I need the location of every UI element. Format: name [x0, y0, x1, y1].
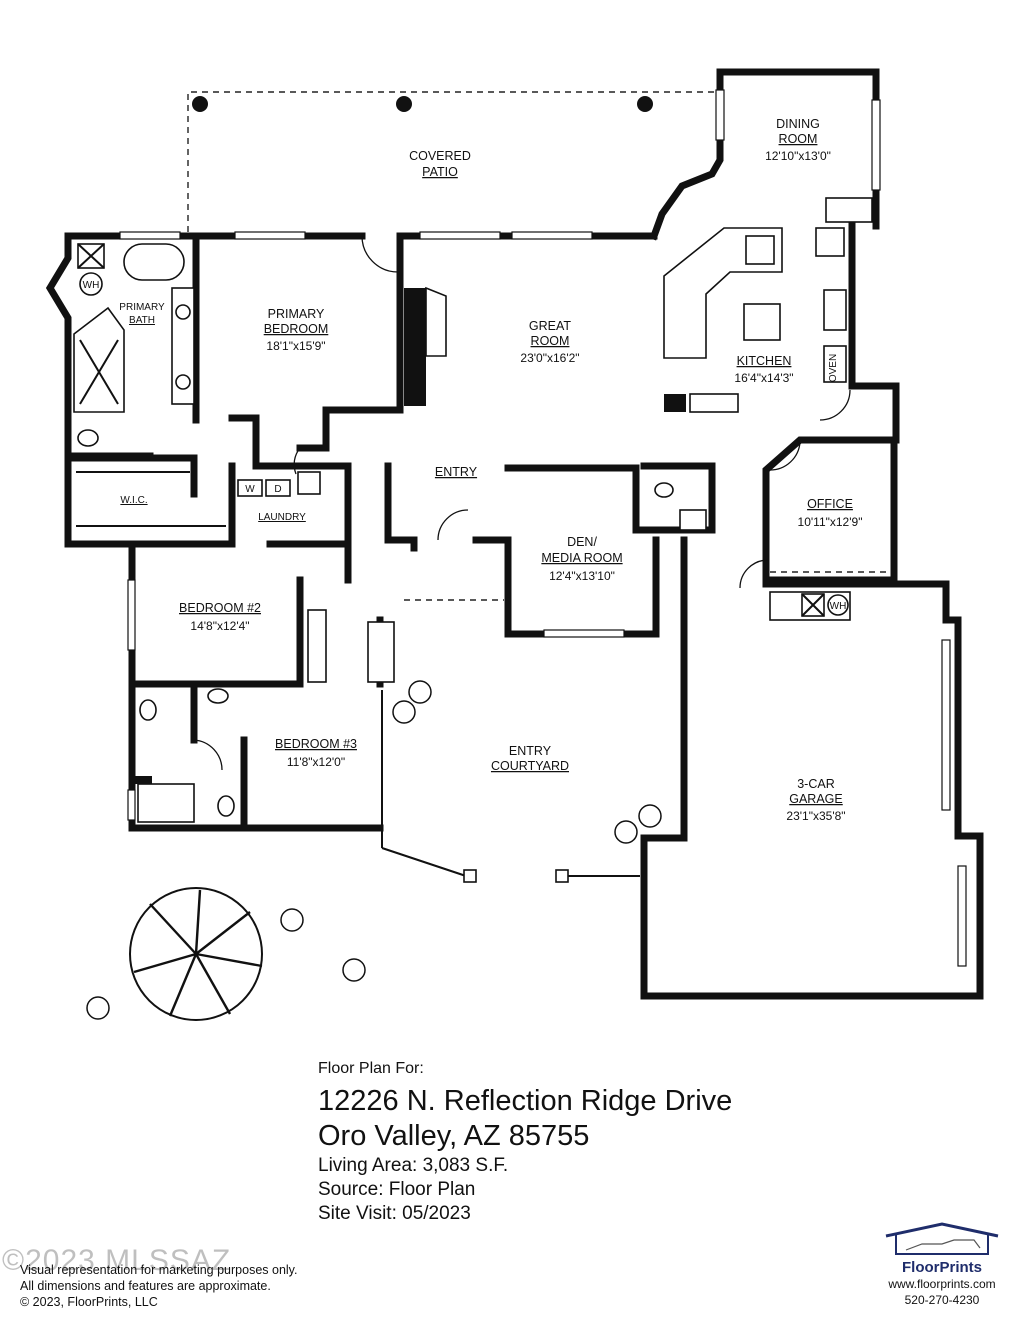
site-visit: Site Visit: 05/2023 [318, 1203, 471, 1224]
svg-text:COURTYARD: COURTYARD [491, 759, 569, 773]
living-area: Living Area: 3,083 S.F. [318, 1155, 509, 1176]
brand-phone: 520-270-4230 [904, 1293, 980, 1307]
covered-patio [187, 91, 720, 232]
svg-text:W: W [245, 484, 255, 495]
svg-text:12'10"x13'0": 12'10"x13'0" [765, 149, 831, 163]
address-line-2: Oro Valley, AZ 85755 [318, 1120, 590, 1152]
garage-label: 3-CAR [797, 777, 835, 791]
svg-text:GARAGE: GARAGE [789, 792, 843, 806]
svg-text:12'4"x13'10": 12'4"x13'10" [549, 569, 615, 583]
bedroom3-label: BEDROOM #3 [275, 737, 357, 751]
legal-line-3: © 2023, FloorPrints, LLC [20, 1295, 158, 1309]
floor-plan-header: Floor Plan For: [318, 1060, 424, 1077]
svg-text:BATH: BATH [129, 315, 155, 326]
legal-line-2: All dimensions and features are approxim… [20, 1279, 271, 1293]
room-labels: COVERED PATIO DINING ROOM 12'10"x13'0" P… [119, 117, 862, 823]
svg-text:D: D [274, 484, 281, 495]
legal-line-1: Visual representation for marketing purp… [20, 1263, 298, 1277]
property-info: Floor Plan For: 12226 N. Reflection Ridg… [318, 1058, 878, 1226]
svg-text:23'0"x16'2": 23'0"x16'2" [520, 351, 579, 365]
office-label: OFFICE [807, 497, 853, 511]
house-logo-icon [885, 1222, 999, 1255]
legal-notice: Visual representation for marketing purp… [20, 1262, 297, 1310]
brand-url[interactable]: www.floorprints.com [888, 1277, 996, 1291]
kitchen-label: KITCHEN [737, 354, 792, 368]
svg-text:18'1"x15'9": 18'1"x15'9" [266, 339, 325, 353]
bedroom-walls [127, 540, 384, 832]
dining-label: DINING [776, 117, 820, 131]
dining-room-walls [649, 68, 881, 241]
office-walls [762, 436, 900, 584]
svg-text:MEDIA ROOM: MEDIA ROOM [541, 551, 622, 565]
svg-text:ROOM: ROOM [779, 132, 818, 146]
svg-text:BEDROOM: BEDROOM [264, 322, 329, 336]
svg-text:WH: WH [830, 601, 847, 612]
entry-label: ENTRY [435, 465, 478, 479]
laundry-walls [228, 414, 352, 548]
primary-bath-walls: WH [45, 231, 236, 548]
floorprints-brand: FloorPrints www.floorprints.com 520-270-… [872, 1220, 1012, 1308]
kitchen-fixtures: OVEN [663, 222, 900, 444]
bath-label: PRIMARY [119, 302, 165, 313]
great-room-label: GREAT [529, 319, 571, 333]
address-line-1: 12226 N. Reflection Ridge Drive [318, 1085, 733, 1117]
laundry-label: LAUNDRY [258, 512, 306, 523]
north-walls [192, 231, 658, 452]
brand-name: FloorPrints [901, 1259, 982, 1276]
bedroom2-label: BEDROOM #2 [179, 601, 261, 615]
svg-text:OVEN: OVEN [828, 354, 839, 382]
den-label: DEN/ [567, 535, 597, 549]
garage-walls: WH [640, 536, 984, 1000]
courtyard-label: ENTRY [509, 744, 552, 758]
entry-walls [367, 462, 716, 688]
svg-text:11'8"x12'0": 11'8"x12'0" [287, 755, 345, 769]
svg-text:14'8"x12'4": 14'8"x12'4" [190, 619, 249, 633]
wic-label: W.I.C. [120, 495, 147, 506]
svg-text:23'1"x35'8": 23'1"x35'8" [786, 809, 845, 823]
svg-text:ROOM: ROOM [531, 334, 570, 348]
svg-text:16'4"x14'3": 16'4"x14'3" [734, 371, 793, 385]
primary-bedroom-label: PRIMARY [268, 307, 325, 321]
svg-text:WH: WH [83, 280, 100, 291]
tree-icon [129, 887, 263, 1021]
source: Source: Floor Plan [318, 1179, 476, 1200]
svg-text:10'11"x12'9": 10'11"x12'9" [798, 515, 863, 529]
patio-label: COVERED [409, 149, 471, 163]
mls-watermark: ©2023 MLSSAZ [2, 1244, 232, 1277]
courtyard-walls [381, 690, 640, 883]
svg-text:PATIO: PATIO [422, 165, 458, 179]
shrub-icons [86, 680, 662, 1020]
